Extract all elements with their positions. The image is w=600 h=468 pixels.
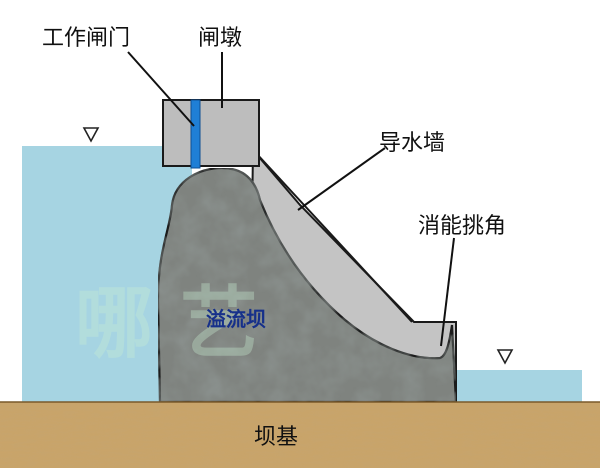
flip-bucket-leader-line bbox=[440, 237, 455, 347]
downstream-water bbox=[454, 370, 582, 402]
gate-shape bbox=[190, 99, 201, 169]
flip-bucket-label: 消能挑角 bbox=[418, 214, 506, 239]
foundation-shape bbox=[0, 402, 600, 468]
dam-body bbox=[156, 166, 458, 404]
watermark: 哪 艺 bbox=[75, 279, 258, 369]
downstream-water-level-icon bbox=[496, 349, 514, 365]
upstream-water-level-icon bbox=[82, 127, 100, 143]
dam-label: 溢流坝 bbox=[206, 307, 266, 331]
gate-leader-line bbox=[127, 51, 195, 127]
guide-wall-top-line bbox=[255, 152, 413, 323]
pier-label: 闸墩 bbox=[198, 26, 242, 51]
guide-wall-leader-line bbox=[297, 147, 386, 211]
gate-label: 工作闸门 bbox=[42, 26, 130, 51]
guide-wall-label: 导水墙 bbox=[379, 131, 445, 156]
pier-shape bbox=[162, 99, 260, 167]
foundation-label: 坝基 bbox=[254, 425, 298, 450]
